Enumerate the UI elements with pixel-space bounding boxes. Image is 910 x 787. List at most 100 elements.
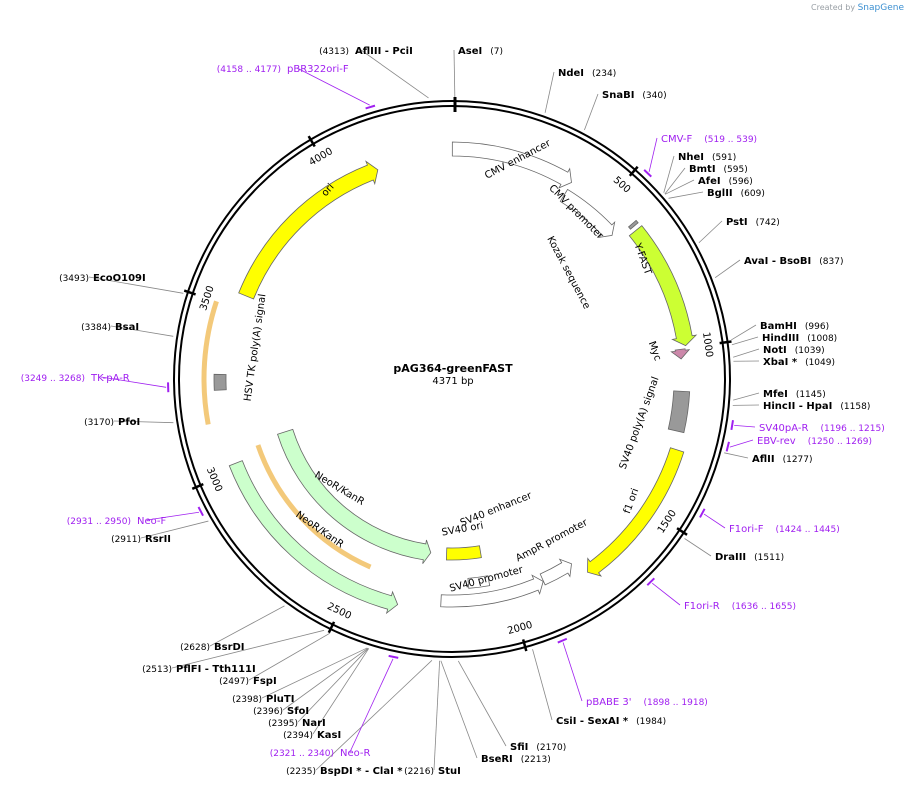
tick-2000 xyxy=(521,639,528,652)
site-position: (3493) xyxy=(59,274,89,284)
tick-label-4000: 4000 xyxy=(307,146,335,168)
credit-prefix: Created by xyxy=(811,3,856,12)
site-leader xyxy=(433,660,441,771)
feature-cmv-promoter xyxy=(559,188,616,238)
site-leader xyxy=(664,167,686,195)
feature-neor-kanr xyxy=(277,428,432,564)
tick-3000 xyxy=(191,482,204,490)
site-bmti: BmtI xyxy=(689,164,716,175)
site-position: (996) xyxy=(805,322,829,332)
site-rsrii: RsrII xyxy=(145,534,171,545)
site-position: (1008) xyxy=(807,334,837,344)
primer-f1ori-r: F1ori-R xyxy=(684,601,720,612)
tick-label-2000: 2000 xyxy=(506,620,533,637)
site-position: (1277) xyxy=(783,455,813,465)
site-position: (1158) xyxy=(840,402,870,412)
primer-pbr322ori-f: pBR322ori-F xyxy=(287,64,349,75)
feature-layer xyxy=(201,141,698,615)
site-position: (2216) xyxy=(404,767,434,777)
site-hindiii: HindIII xyxy=(762,333,799,344)
site-leader xyxy=(731,336,759,346)
primer-mark xyxy=(365,104,376,110)
site-leader xyxy=(664,179,695,195)
site-position: (2911) xyxy=(111,535,141,545)
site-noti: NotI xyxy=(763,345,787,356)
site-nhei: NheI xyxy=(678,152,704,163)
feature-ori xyxy=(238,160,379,300)
site-xbai: XbaI * xyxy=(763,357,798,368)
plasmid-name: pAG364-greenFAST xyxy=(393,362,513,375)
primer-leader xyxy=(562,642,583,702)
site-position: (2628) xyxy=(180,643,210,653)
primer-mark xyxy=(646,577,655,586)
site-sfii: SfiI xyxy=(510,742,528,753)
site-kasi: KasI xyxy=(317,730,341,741)
primer-cmv-f: CMV-F xyxy=(661,134,692,145)
site-position: (2497) xyxy=(219,677,249,687)
primer-mark xyxy=(725,441,730,452)
site-leader xyxy=(140,520,209,539)
feature-label-kozak-sequence: Kozak sequence xyxy=(544,235,592,311)
site-position: (591) xyxy=(712,153,736,163)
feature-label-sv40-ori: SV40 ori xyxy=(441,520,484,538)
site-position: (2395) xyxy=(268,719,298,729)
site-position: (1049) xyxy=(805,358,835,368)
primer-leader xyxy=(651,582,681,606)
site-position: (1039) xyxy=(795,346,825,356)
site-position: (2170) xyxy=(536,743,566,753)
site-bsai: BsaI xyxy=(115,322,139,333)
backbone-inner xyxy=(178,105,726,653)
primer-range: (1250 .. 1269) xyxy=(808,437,872,447)
site-pfoi: PfoI xyxy=(118,417,140,428)
site-position: (3384) xyxy=(81,323,111,333)
site-position: (1511) xyxy=(754,553,784,563)
site-position: (2235) xyxy=(286,767,316,777)
site-leader xyxy=(532,649,553,721)
site-leader xyxy=(312,648,370,735)
site-pflfi: PflFI - Tth111I xyxy=(176,664,256,675)
feature-f1-ori xyxy=(587,447,685,577)
site-bspdi: BspDI * - ClaI * xyxy=(320,766,403,777)
primer-f1ori-f: F1ori-F xyxy=(729,524,764,535)
feature-label-f1-ori: f1 ori xyxy=(622,487,641,515)
primer-leader xyxy=(349,658,394,753)
site-leader xyxy=(282,647,369,711)
site-leader xyxy=(731,324,757,341)
site-leader xyxy=(733,392,760,401)
feature-y-fast xyxy=(628,225,698,347)
tick-label-2500: 2500 xyxy=(325,601,353,622)
site-fspi: FspI xyxy=(253,676,277,687)
site-bglii: BglII xyxy=(707,188,733,199)
site-leader xyxy=(684,538,712,557)
feature-label-myc: Myc xyxy=(646,340,663,363)
site-mfei: MfeI xyxy=(763,389,788,400)
site-leader xyxy=(360,49,429,99)
site-position: (1984) xyxy=(636,717,666,727)
tick-label-1000: 1000 xyxy=(700,331,714,358)
site-leader xyxy=(297,648,369,723)
primer-mark xyxy=(699,508,706,518)
site-leader xyxy=(110,325,174,337)
site-pluti: PluTI xyxy=(266,694,294,705)
leader-layer xyxy=(88,49,760,771)
region-highlight xyxy=(201,300,219,425)
primer-neo-f: Neo-F xyxy=(137,516,167,527)
site-position: (837) xyxy=(819,257,843,267)
site-bsrdi: BsrDI xyxy=(214,642,245,653)
tick-label-1500: 1500 xyxy=(656,508,679,535)
feature-neor-kanr xyxy=(228,460,399,615)
site-leader xyxy=(453,49,456,98)
feature-label-ampr-promoter: AmpR promoter xyxy=(514,517,590,564)
region-highlight xyxy=(255,444,372,570)
primer-leader xyxy=(100,376,167,388)
plasmid-length: 4371 bp xyxy=(432,376,473,387)
primer-range: (1424 .. 1445) xyxy=(775,525,839,535)
primer-range: (3249 .. 3268) xyxy=(21,374,85,384)
site-leader xyxy=(714,259,741,278)
site-position: (2213) xyxy=(521,755,551,765)
site-position: (234) xyxy=(592,69,616,79)
primer-mark xyxy=(643,169,652,178)
primer-range: (519 .. 539) xyxy=(704,135,757,145)
primer-range: (1196 .. 1215) xyxy=(820,424,884,434)
